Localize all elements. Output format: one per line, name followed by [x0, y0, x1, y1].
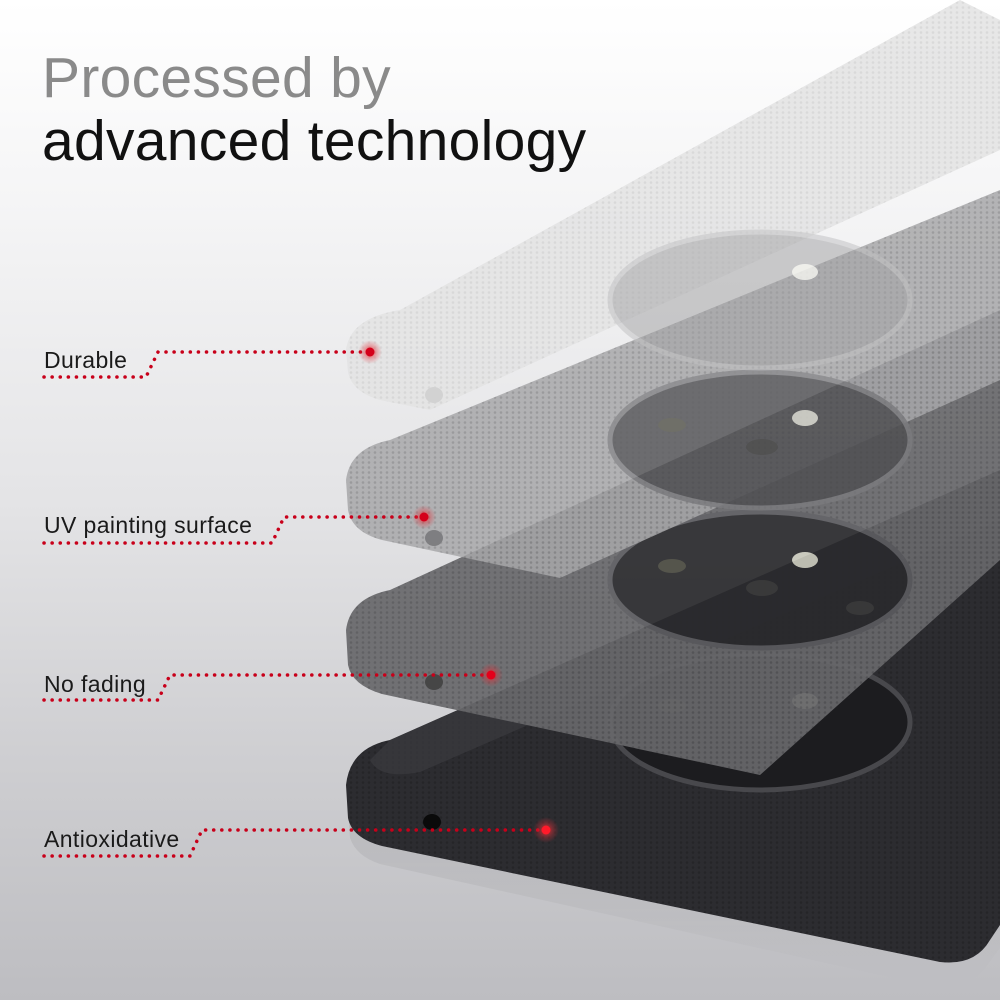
callout-dot-antioxidative: [533, 817, 559, 843]
callout-label-durable: Durable: [44, 347, 128, 373]
callout-dot-no-fading: [479, 663, 503, 687]
callout-label-antioxidative: Antioxidative: [44, 826, 180, 852]
callout-dot-uv-painting: [412, 505, 436, 529]
case-layer-white: [346, 0, 1000, 410]
callout-lines: [42, 350, 548, 858]
callout-label-uv-painting-surface: UV painting surface: [44, 512, 253, 538]
callout-dot-durable: [358, 340, 382, 364]
headline-line-2: advanced technology: [42, 109, 587, 173]
headline-line-1: Processed by: [42, 46, 391, 110]
headline: Processed by advanced technology: [42, 50, 586, 170]
callout-label-no-fading: No fading: [44, 671, 147, 697]
